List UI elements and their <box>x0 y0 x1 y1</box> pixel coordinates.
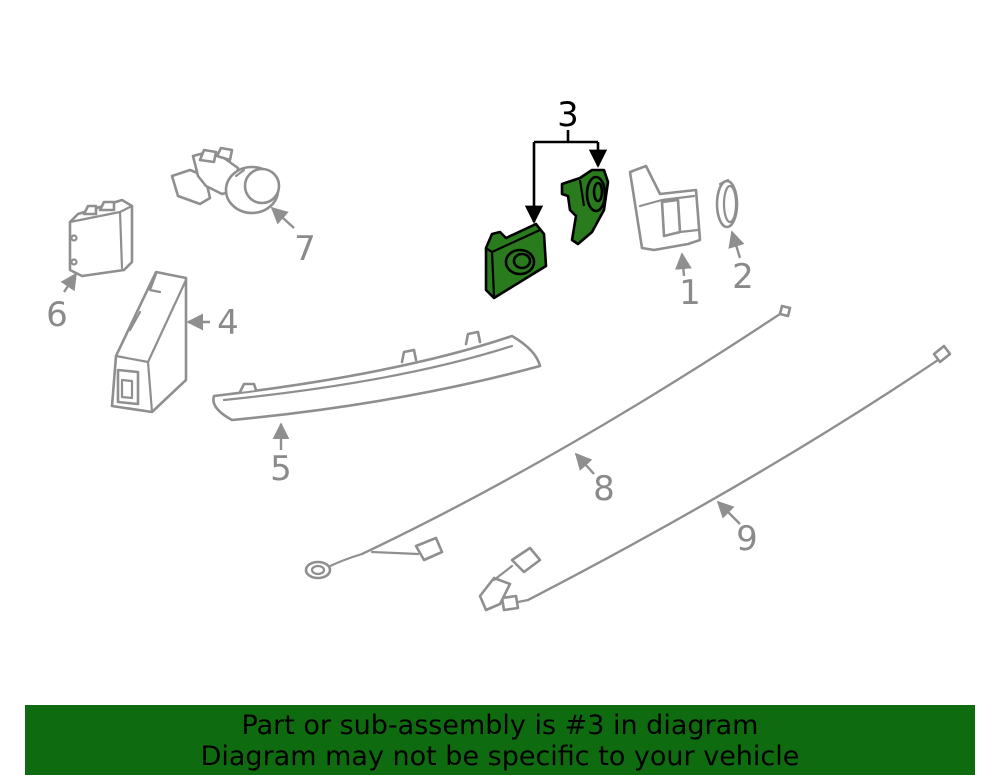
banner-line-2: Diagram may not be specific to your vehi… <box>200 741 800 772</box>
part-9-wiring-harness[interactable] <box>478 344 952 612</box>
part-3-leader <box>524 130 608 224</box>
part-3-holder-right[interactable] <box>560 168 610 246</box>
part-3-holder-left[interactable] <box>484 222 548 300</box>
callout-3: 3 <box>557 95 579 135</box>
info-banner: Part or sub-assembly is #3 in diagram Di… <box>25 705 975 775</box>
part-8-wiring-harness[interactable] <box>304 304 792 580</box>
part-6-control-module[interactable] <box>68 198 134 278</box>
callout-4: 4 <box>217 303 239 343</box>
part-2-ring[interactable] <box>715 178 739 229</box>
callout-9: 9 <box>736 519 758 559</box>
callout-7: 7 <box>294 229 316 269</box>
banner-line-1: Part or sub-assembly is #3 in diagram <box>241 710 759 741</box>
parts-diagram: 1 2 3 4 5 6 7 8 9 <box>46 95 952 612</box>
part-4-module[interactable] <box>110 270 188 414</box>
callout-1: 1 <box>679 273 701 313</box>
part-5-trim-strip[interactable] <box>212 330 542 422</box>
callout-5: 5 <box>270 449 292 489</box>
part-7-sensor[interactable] <box>170 146 281 215</box>
callout-2: 2 <box>732 257 754 297</box>
callout-8: 8 <box>593 469 615 509</box>
callout-6: 6 <box>46 295 68 335</box>
leader-lines <box>60 206 745 525</box>
part-1-bracket[interactable] <box>628 164 702 252</box>
